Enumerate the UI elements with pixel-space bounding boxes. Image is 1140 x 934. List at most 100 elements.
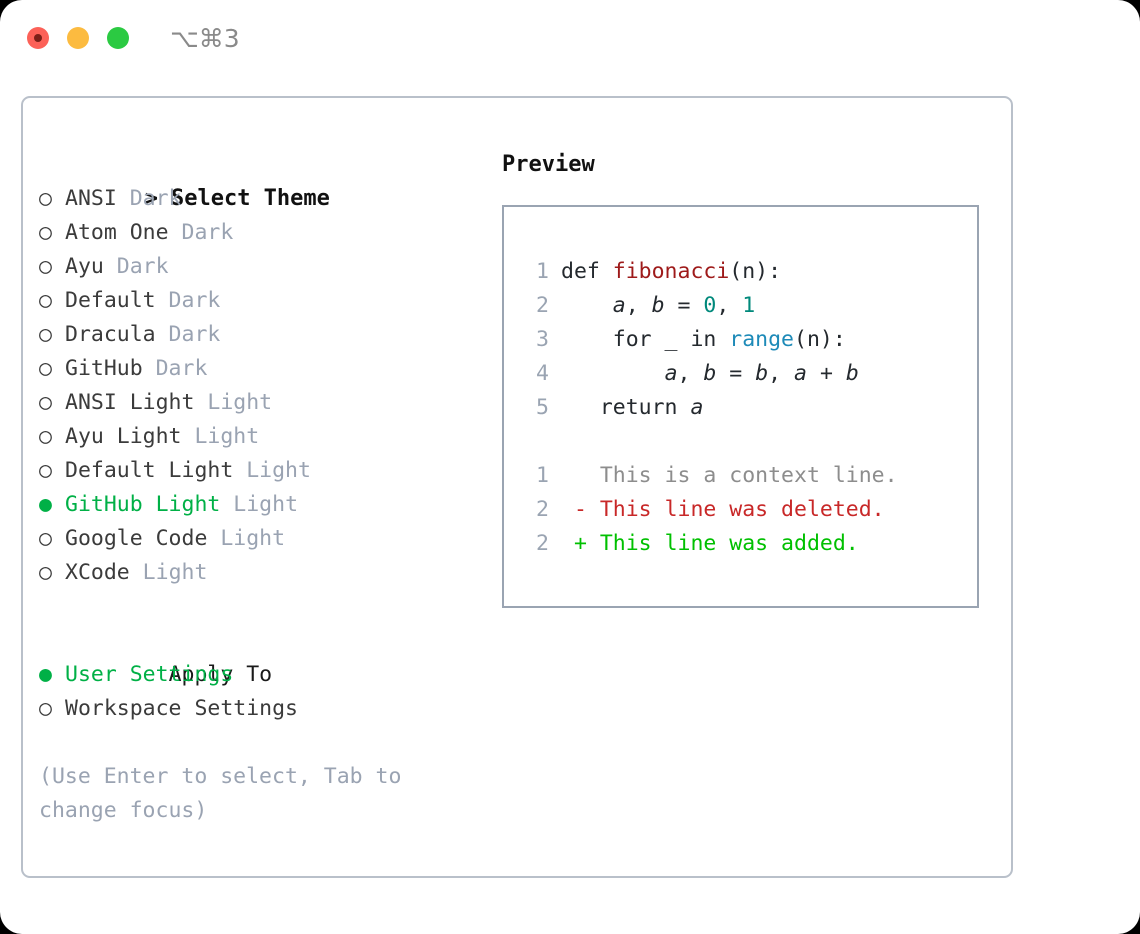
theme-variant-tag: Dark bbox=[103, 254, 169, 279]
theme-list-item[interactable]: ○ GitHub Dark bbox=[39, 352, 469, 386]
keyboard-shortcut-label: ⌥⌘3 bbox=[170, 24, 240, 53]
code-token: a bbox=[794, 361, 807, 386]
theme-picker-column: >Select Theme ○ANSI Dark○Atom One Dark○A… bbox=[39, 148, 469, 726]
radio-unselected-icon[interactable]: ○ bbox=[39, 424, 52, 449]
apply-to-heading: Apply To bbox=[39, 624, 469, 687]
radio-unselected-icon[interactable]: ○ bbox=[39, 390, 52, 415]
radio-unselected-icon[interactable]: ○ bbox=[39, 322, 52, 347]
theme-variant-tag: Light bbox=[129, 560, 208, 585]
apply-to-option[interactable]: ● User Settings bbox=[39, 658, 469, 692]
diff-line: 2 - This line was deleted. bbox=[523, 493, 898, 527]
line-number: 2 bbox=[536, 531, 549, 556]
radio-unselected-icon[interactable]: ○ bbox=[39, 254, 52, 279]
radio-unselected-icon[interactable]: ○ bbox=[39, 288, 52, 313]
theme-name: Ayu bbox=[65, 254, 104, 279]
apply-to-label: Apply To bbox=[168, 662, 273, 687]
close-button[interactable] bbox=[27, 27, 49, 49]
theme-name: GitHub bbox=[65, 356, 143, 381]
theme-name: Atom One bbox=[65, 220, 169, 245]
code-line: 2 a, b = 0, 1 bbox=[523, 289, 898, 323]
apply-to-option[interactable]: ○ Workspace Settings bbox=[39, 692, 469, 726]
diff-line: 1 This is a context line. bbox=[523, 459, 898, 493]
theme-name: GitHub Light bbox=[65, 492, 221, 517]
code-token: b bbox=[651, 293, 665, 318]
apply-to-option-label: Workspace Settings bbox=[65, 696, 298, 721]
code-line: 3 for _ in range(n): bbox=[523, 323, 898, 357]
minimize-button[interactable] bbox=[67, 27, 89, 49]
code-token: fibonacci bbox=[612, 259, 730, 284]
code-token: a bbox=[612, 293, 626, 318]
theme-list-item[interactable]: ○ Dracula Dark bbox=[39, 318, 469, 352]
radio-selected-icon[interactable]: ● bbox=[39, 492, 52, 517]
code-diff-spacer bbox=[523, 425, 898, 459]
theme-picker-header: > Select Theme bbox=[39, 148, 469, 211]
theme-list-item[interactable]: ○XCode Light bbox=[39, 556, 469, 590]
keyboard-hint: (Use Enter to select, Tab to change focu… bbox=[39, 764, 402, 823]
code-token: b bbox=[755, 361, 769, 386]
theme-variant-tag: Dark bbox=[116, 186, 182, 211]
theme-variant-tag: Dark bbox=[168, 220, 234, 245]
prompt-caret-icon: > bbox=[144, 186, 158, 211]
code-token bbox=[561, 293, 613, 318]
radio-unselected-icon[interactable]: ○ bbox=[39, 696, 52, 721]
radio-unselected-icon[interactable]: ○ bbox=[39, 560, 52, 585]
radio-unselected-icon[interactable]: ○ bbox=[39, 526, 52, 551]
diff-text: This line was deleted. bbox=[599, 497, 885, 522]
theme-name: Google Code bbox=[65, 526, 208, 551]
theme-variant-tag: Light bbox=[220, 492, 299, 517]
line-number: 4 bbox=[536, 361, 549, 386]
theme-list-item[interactable]: ○ Atom One Dark bbox=[39, 216, 469, 250]
apply-to-option-label: User Settings bbox=[65, 662, 234, 687]
code-token: 1 bbox=[742, 293, 756, 318]
theme-list-item[interactable]: ● GitHub Light Light bbox=[39, 488, 469, 522]
theme-list-item[interactable]: ○Ayu Light Light bbox=[39, 420, 469, 454]
code-token: a bbox=[690, 395, 704, 420]
line-number: 2 bbox=[536, 293, 549, 318]
radio-unselected-icon[interactable]: ○ bbox=[39, 458, 52, 483]
line-number: 3 bbox=[536, 327, 549, 352]
diff-marker: + bbox=[561, 531, 600, 556]
theme-variant-tag: Light bbox=[194, 390, 273, 415]
line-number: 2 bbox=[536, 497, 549, 522]
code-token: (n): bbox=[794, 327, 846, 352]
code-token: , bbox=[768, 361, 795, 386]
code-token: range bbox=[729, 327, 795, 352]
diff-line-group: 1 This is a context line.2 - This line w… bbox=[523, 459, 898, 561]
theme-list-item[interactable]: ○ Ayu Dark bbox=[39, 250, 469, 284]
theme-list-item[interactable]: ○ANSI Dark bbox=[39, 182, 469, 216]
radio-selected-icon[interactable]: ● bbox=[39, 662, 52, 687]
theme-list-item[interactable]: ○Google Code Light bbox=[39, 522, 469, 556]
code-line: 5 return a bbox=[523, 391, 898, 425]
page-title: Select Theme bbox=[170, 186, 330, 211]
radio-unselected-icon[interactable]: ○ bbox=[39, 220, 52, 245]
theme-variant-tag: Dark bbox=[142, 356, 208, 381]
code-token: = bbox=[664, 293, 704, 318]
theme-list-item[interactable]: ○Default Light Light bbox=[39, 454, 469, 488]
code-line: 4 a, b = b, a + b bbox=[523, 357, 898, 391]
code-token: = bbox=[716, 361, 756, 386]
theme-variant-tag: Light bbox=[233, 458, 311, 483]
theme-list-item[interactable]: ○ ANSI Light Light bbox=[39, 386, 469, 420]
code-token: def bbox=[561, 259, 613, 284]
theme-variant-tag: Light bbox=[181, 424, 260, 449]
radio-unselected-icon[interactable]: ○ bbox=[39, 356, 52, 381]
theme-name: ANSI Light bbox=[65, 390, 195, 415]
code-token: (n): bbox=[729, 259, 782, 284]
theme-name: Default bbox=[65, 288, 156, 313]
zoom-button[interactable] bbox=[107, 27, 129, 49]
diff-text: This line was added. bbox=[599, 531, 859, 556]
diff-marker: - bbox=[561, 497, 600, 522]
code-token: b bbox=[703, 361, 717, 386]
theme-list-item[interactable]: ○Default Dark bbox=[39, 284, 469, 318]
line-number: 1 bbox=[536, 463, 549, 488]
code-token: return bbox=[561, 395, 691, 420]
theme-name: Dracula bbox=[65, 322, 156, 347]
code-token: b bbox=[845, 361, 859, 386]
radio-unselected-icon[interactable]: ○ bbox=[39, 186, 52, 211]
theme-variant-tag: Dark bbox=[155, 322, 221, 347]
code-token bbox=[561, 361, 665, 386]
